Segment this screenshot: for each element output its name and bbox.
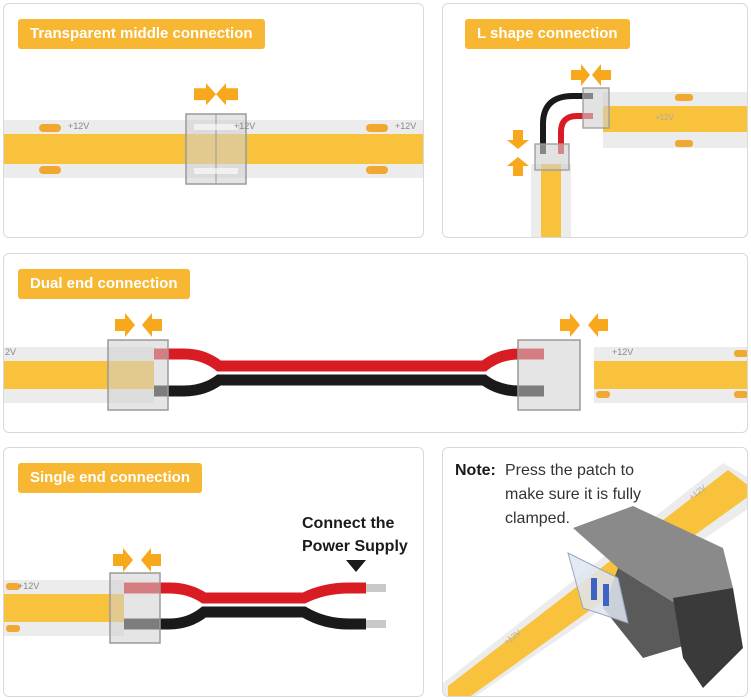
power-supply-label-line1: Connect the — [302, 515, 395, 532]
connector-horizontal — [582, 87, 610, 129]
clamp-tool-top — [573, 506, 733, 608]
solder-pad — [734, 350, 747, 357]
strip-voltage-label: +12V — [234, 121, 256, 131]
panel-l-shape-connection: L shape connection +12V — [442, 3, 748, 238]
connector-single — [109, 572, 161, 644]
arrow-right-icon — [115, 313, 135, 337]
note-text-line2: make sure it is fully — [505, 486, 642, 503]
solder-pad — [596, 391, 610, 398]
strip-voltage-label: +12V — [612, 347, 634, 357]
clamp-tool-side — [673, 588, 743, 688]
triangle-pointer-icon — [346, 560, 366, 572]
solder-pad — [366, 124, 388, 132]
red-wire — [558, 113, 593, 154]
black-wire — [124, 606, 366, 630]
panel-title: Single end connection — [18, 463, 203, 493]
arrow-left-icon — [142, 313, 162, 337]
arrow-left-icon — [592, 64, 611, 86]
l-shape-illustration — [507, 64, 747, 237]
clamp-press-illustration — [443, 463, 747, 696]
arrow-right-icon — [113, 548, 133, 572]
panel-dual-end-connection: Dual end connection 2V +12V — [3, 253, 748, 433]
middle-connection-illustration — [4, 83, 423, 185]
connector-contact — [194, 168, 238, 174]
arrow-up-icon — [507, 157, 529, 176]
panel-title: L shape connection — [465, 19, 630, 49]
solder-pad — [39, 124, 61, 132]
connector-right — [517, 339, 581, 411]
panel-middle-connection: Transparent middle connection +12V +12V … — [3, 3, 424, 238]
connector-vertical — [534, 143, 570, 171]
black-wire — [540, 93, 593, 154]
arrow-left-icon — [588, 313, 608, 337]
note-text-line1: Press the patch to — [505, 462, 634, 479]
panel-note: Note: Press the patch to make sure it is… — [442, 447, 748, 697]
led-strip-cob — [4, 594, 124, 622]
connector-left — [107, 339, 169, 411]
arrow-right-icon — [560, 313, 580, 337]
single-end-illustration — [4, 548, 386, 644]
solder-pad — [6, 625, 20, 632]
solder-pad — [675, 140, 693, 147]
wire-tip — [366, 584, 386, 592]
dual-end-illustration — [4, 313, 747, 411]
led-strip-cob — [541, 164, 561, 237]
connector-contact — [603, 584, 609, 606]
note-text-line3: clamped. — [505, 510, 570, 527]
arrow-left-icon — [216, 83, 238, 106]
strip-voltage-label: +12V — [68, 121, 90, 131]
arrow-right-icon — [194, 83, 216, 106]
connector-clamped — [567, 552, 629, 624]
solder-pad — [366, 166, 388, 174]
red-wire — [124, 582, 366, 604]
solder-pad — [675, 94, 693, 101]
connector-contact — [194, 124, 238, 130]
solder-pad — [39, 166, 61, 174]
red-wire — [154, 348, 544, 372]
panel-title: Dual end connection — [18, 269, 190, 299]
power-supply-label-line2: Power Supply — [302, 538, 408, 555]
note-label: Note: — [455, 462, 496, 479]
solder-pad — [734, 391, 747, 398]
connector-contact — [591, 578, 597, 600]
led-strip-cob — [603, 106, 747, 132]
arrow-left-icon — [141, 548, 161, 572]
strip-voltage-label: +12V — [395, 121, 417, 131]
clamp-tool-body — [603, 568, 693, 658]
strip-voltage-label: 2V — [5, 347, 17, 357]
wire-tip — [366, 620, 386, 628]
arrow-down-icon — [507, 130, 529, 149]
strip-voltage-label: +12V — [655, 113, 674, 122]
arrow-right-icon — [571, 64, 590, 86]
panel-title: Transparent middle connection — [18, 19, 265, 49]
panel-single-end-connection: Single end connection +12V Connect the P… — [3, 447, 424, 697]
led-strip-cob — [594, 361, 747, 389]
strip-voltage-label: +12V — [18, 581, 40, 591]
black-wire — [154, 374, 544, 397]
solder-pad — [6, 583, 20, 590]
